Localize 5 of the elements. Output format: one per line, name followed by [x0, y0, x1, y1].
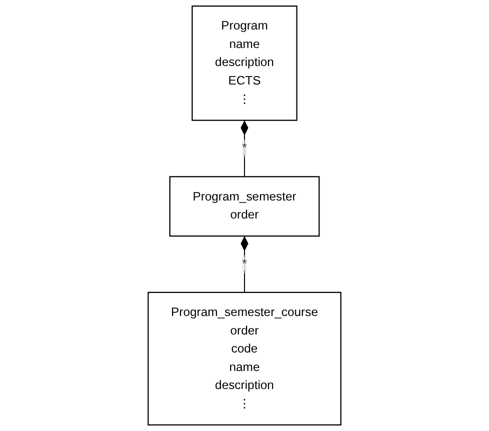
edge-label: *	[242, 257, 247, 270]
node-box: Program name description ECTS ⋮	[192, 6, 298, 121]
edge-label: *	[242, 142, 247, 155]
node-box: Program_semester_course order code name description ⋮	[148, 292, 342, 426]
node-box: Program_semester order	[169, 176, 320, 237]
